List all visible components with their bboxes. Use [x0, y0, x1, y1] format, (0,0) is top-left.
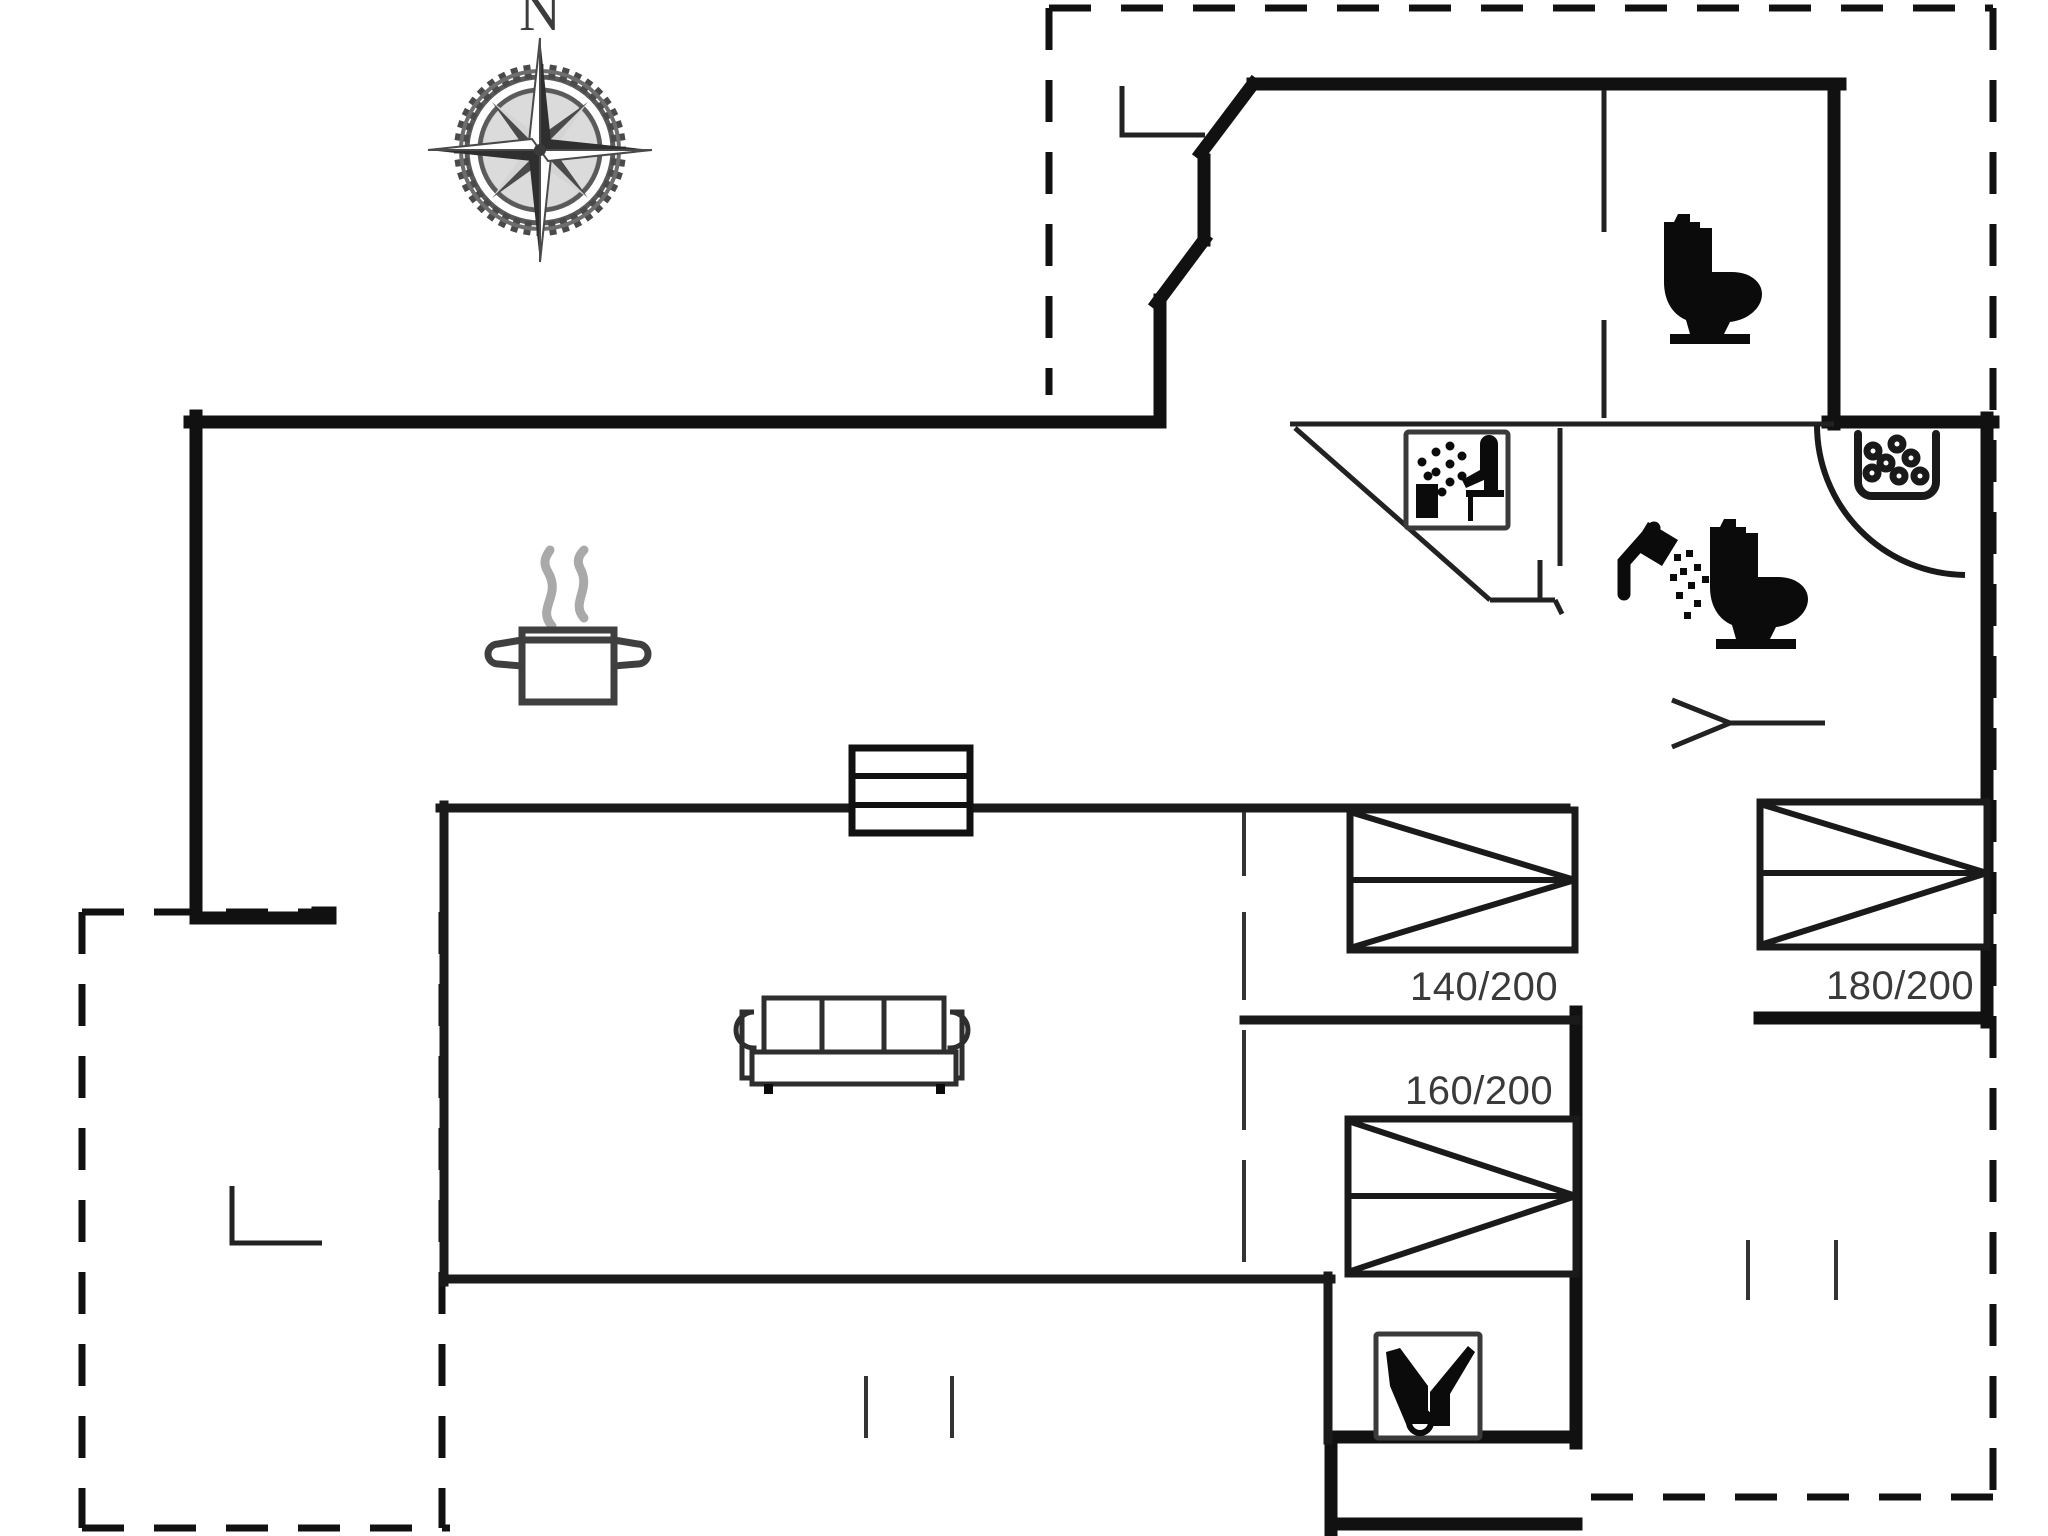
compass-rose: N [427, 0, 653, 263]
bed-180-200: 180/200 [1756, 798, 1991, 1008]
utility-tools-icon [1373, 1331, 1483, 1441]
shower-icon [1617, 521, 1709, 619]
compass-north-label: N [519, 0, 561, 43]
bed-160-200: 160/200 [1344, 1069, 1580, 1278]
cooking-pot-icon [484, 545, 652, 706]
bed-180-label: 180/200 [1826, 964, 1974, 1008]
bed-160-label: 160/200 [1405, 1069, 1553, 1113]
toilet-icon-upper [1664, 214, 1762, 344]
bed-140-label: 140/200 [1410, 965, 1558, 1009]
interior-walls [435, 90, 1834, 1445]
sauna-icon [1403, 429, 1511, 531]
washing-machine-icon [1854, 430, 1940, 500]
fireplace-icon [848, 744, 974, 837]
exterior-walls [183, 74, 2000, 1536]
bed-140-200: 140/200 [1346, 806, 1579, 1009]
compass-cardinal-points [427, 37, 653, 263]
sofa-icon [733, 995, 971, 1094]
compass-ordinal-points [492, 102, 588, 198]
door-openings [229, 86, 1966, 1438]
toilet-icon-lower [1710, 519, 1808, 649]
